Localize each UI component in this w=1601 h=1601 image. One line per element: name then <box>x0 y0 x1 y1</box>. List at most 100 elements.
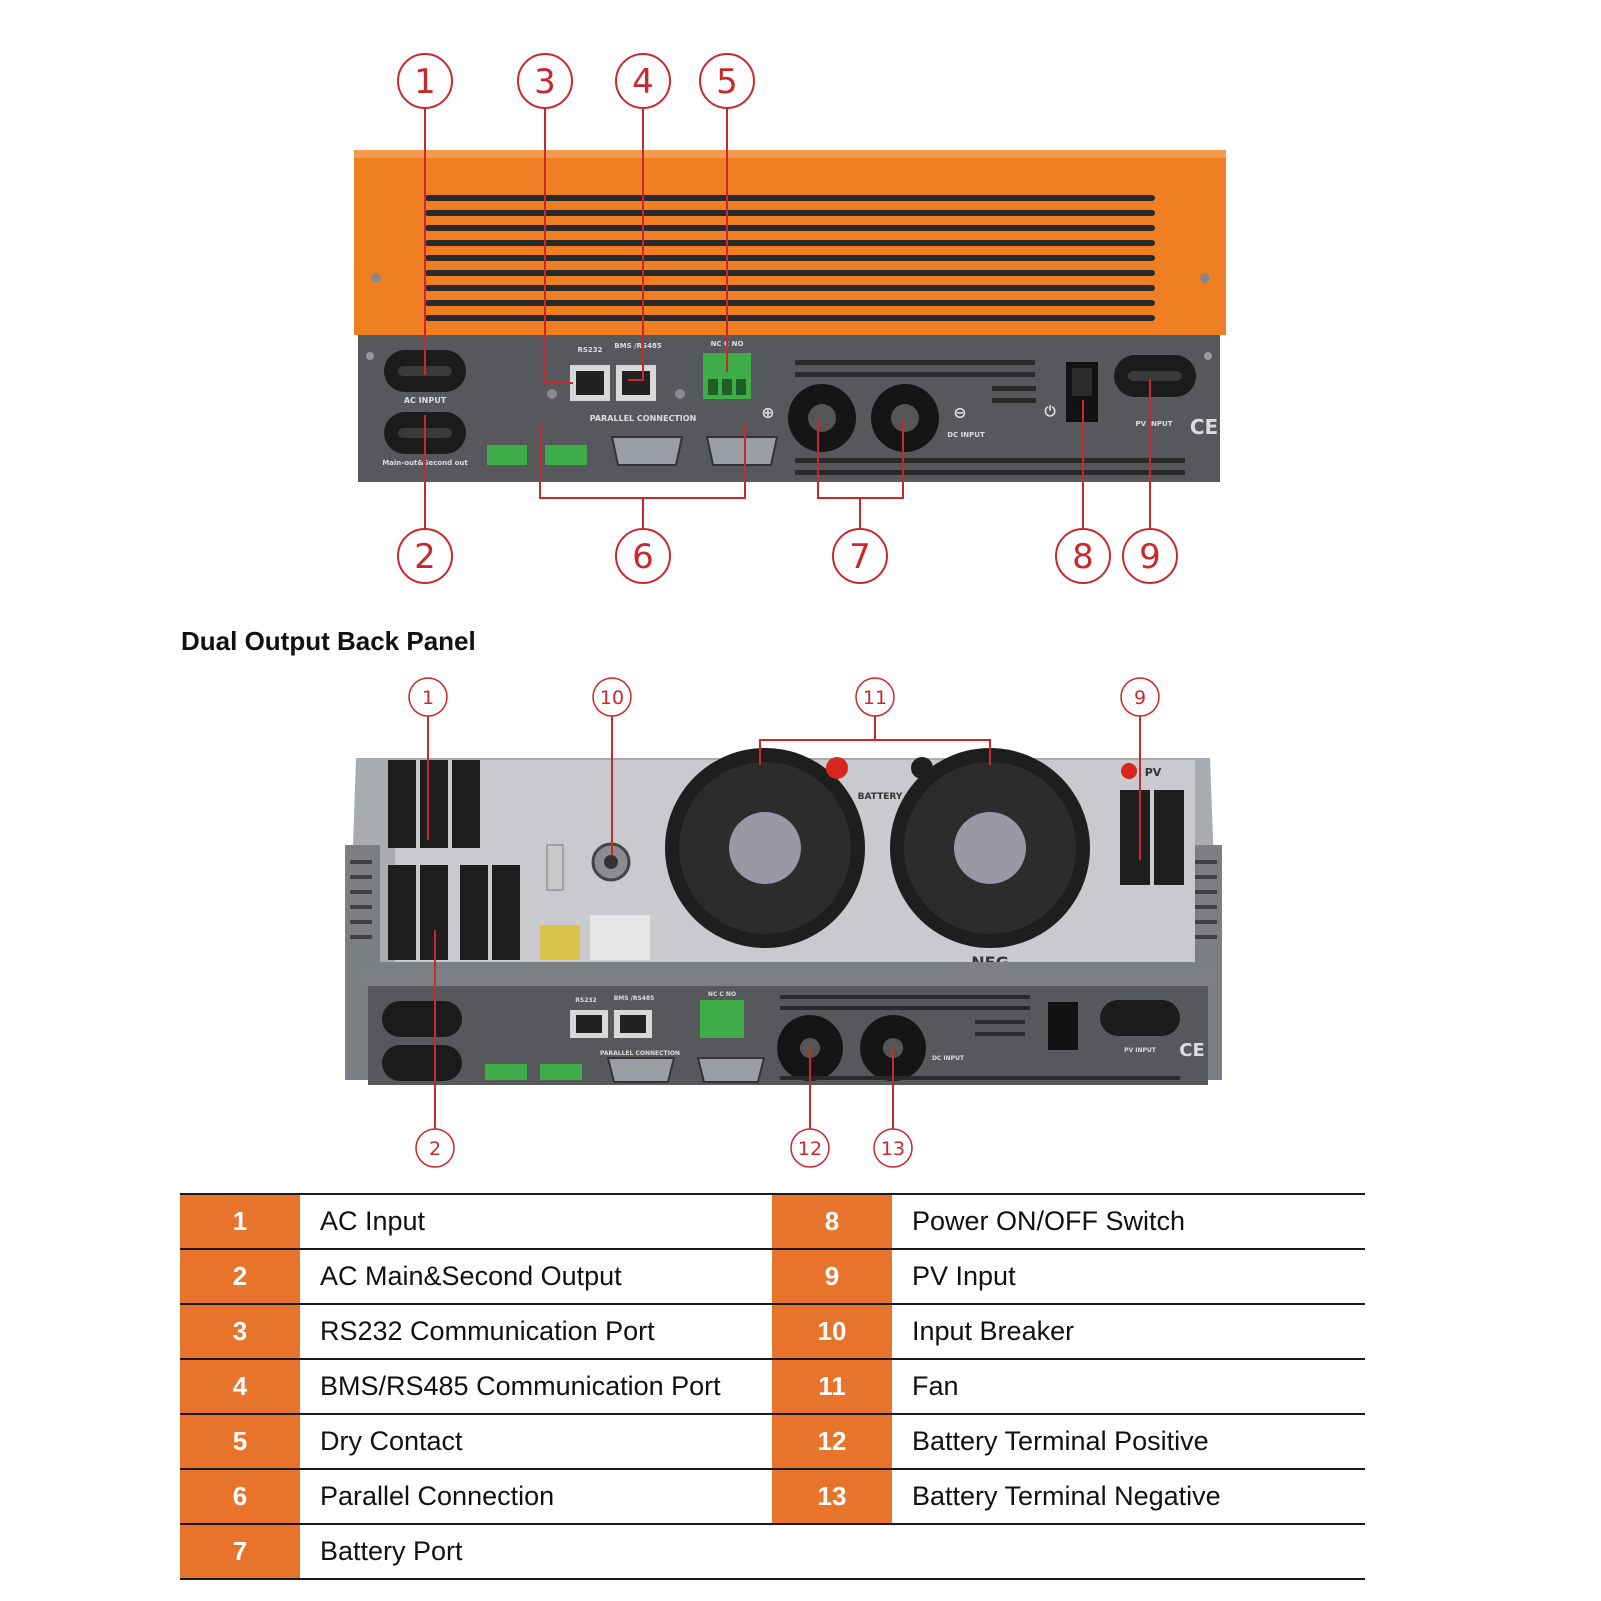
pv-input-label: PV INPUT <box>1135 420 1172 428</box>
callout-9: 9 <box>1134 687 1146 709</box>
leader-lines <box>424 107 1151 540</box>
callout-3: 3 <box>534 62 556 102</box>
ac-input-gland <box>382 1001 462 1037</box>
nc-c-no-label: NC C NO <box>708 991 736 998</box>
open-back-panel-diagram: BATTERY NEG PV RS232 BMS /RS485 NC C NO … <box>345 677 1222 1168</box>
legend-label: Dry Contact <box>320 1426 463 1456</box>
legend-number: 11 <box>772 1360 892 1413</box>
legend-number: 4 <box>180 1360 300 1413</box>
legend-number: 9 <box>772 1250 892 1303</box>
screw-icon <box>1200 273 1210 283</box>
callout-1: 1 <box>422 687 434 709</box>
battery-minus-icon <box>911 757 933 779</box>
legend-number: 7 <box>180 1525 300 1578</box>
legend-row: 2 AC Main&Second Output 9 PV Input <box>180 1250 1365 1305</box>
legend-row: 4 BMS/RS485 Communication Port 11 Fan <box>180 1360 1365 1415</box>
dry-contact-terminal <box>700 1000 744 1038</box>
legend-number: 3 <box>180 1305 300 1358</box>
legend-table: 1 AC Input 8 Power ON/OFF Switch 2 AC Main&… <box>180 1193 1365 1580</box>
legend-label: AC Main&Second Output <box>320 1261 622 1291</box>
battery-label: BATTERY <box>858 792 903 802</box>
pv-terminal-block <box>1120 790 1184 885</box>
legend-number: 10 <box>772 1305 892 1358</box>
callout-4: 4 <box>632 62 654 102</box>
battery-plus-icon <box>826 757 848 779</box>
rs232-label: RS232 <box>575 997 596 1004</box>
panel-vents <box>795 360 1185 475</box>
callout-11: 11 <box>863 687 887 709</box>
parallel-label: PARALLEL CONNECTION <box>600 1050 680 1057</box>
ac-input-label: AC INPUT <box>404 396 447 405</box>
callout-5: 5 <box>716 62 738 102</box>
ce-mark: CE <box>1190 415 1218 439</box>
ce-mark: CE <box>1179 1040 1205 1061</box>
legend-label: PV Input <box>912 1261 1016 1291</box>
callout-6: 6 <box>632 537 654 577</box>
db9-port <box>705 436 779 466</box>
legend-row: 6 Parallel Connection 13 Battery Terminal … <box>180 1470 1365 1525</box>
pv-input-gland <box>1100 1000 1180 1036</box>
legend-number: 1 <box>180 1195 300 1248</box>
callout-13: 13 <box>881 1138 905 1160</box>
parallel-terminal <box>485 1064 527 1080</box>
svg-text:⊖: ⊖ <box>953 403 966 422</box>
legend-number: 8 <box>772 1195 892 1248</box>
power-switch <box>1048 1002 1078 1050</box>
callout-circles <box>397 53 1178 584</box>
vent-slots <box>425 195 1155 321</box>
callout-10: 10 <box>600 687 624 709</box>
legend-row: 7 Battery Port <box>180 1525 1365 1580</box>
legend-row: 5 Dry Contact 12 Battery Terminal Positive <box>180 1415 1365 1470</box>
callout-2: 2 <box>429 1138 441 1160</box>
legend-label: RS232 Communication Port <box>320 1316 655 1346</box>
legend-number: 2 <box>180 1250 300 1303</box>
cooling-fan-right <box>890 748 1090 948</box>
parallel-terminal <box>487 445 527 465</box>
legend-number: 13 <box>772 1470 892 1523</box>
legend-number: 6 <box>180 1470 300 1523</box>
parallel-terminal <box>540 1064 582 1080</box>
power-symbol-icon: ⏻ <box>1044 404 1055 420</box>
db9-port <box>606 1057 676 1083</box>
legend-label: Battery Port <box>320 1536 463 1566</box>
legend-label: AC Input <box>320 1206 426 1236</box>
callout-2: 2 <box>414 537 436 577</box>
section-title: Dual Output Back Panel <box>181 626 476 656</box>
rs232-label: RS232 <box>577 346 602 354</box>
callout-8: 8 <box>1072 537 1094 577</box>
parallel-label: PARALLEL CONNECTION <box>590 414 697 423</box>
bms-label: BMS /RS485 <box>614 995 655 1002</box>
legend-label: Fan <box>912 1371 959 1401</box>
panel-vents <box>780 995 1180 1080</box>
screw-icon <box>371 273 381 283</box>
callout-12: 12 <box>798 1138 822 1160</box>
legend-label: Power ON/OFF Switch <box>912 1206 1186 1236</box>
callout-9: 9 <box>1139 537 1161 577</box>
legend-label: BMS/RS485 Communication Port <box>320 1371 721 1401</box>
legend-number: 12 <box>772 1415 892 1468</box>
top-back-panel-diagram: AC INPUT Main-out&Second out RS232 BMS /… <box>354 53 1226 584</box>
legend-label: Parallel Connection <box>320 1481 555 1511</box>
db9-port <box>696 1057 766 1083</box>
legend-label: Battery Terminal Negative <box>912 1481 1221 1511</box>
pv-input-label: PV INPUT <box>1124 1047 1157 1054</box>
bms-label: BMS /RS485 <box>614 342 662 350</box>
dc-input-label: DC INPUT <box>947 431 985 439</box>
ac-output-gland <box>382 1045 462 1081</box>
legend-row: 3 RS232 Communication Port 10 Input Breake… <box>180 1305 1365 1360</box>
dc-input-label: DC INPUT <box>932 1055 965 1062</box>
db9-port <box>610 436 684 466</box>
legend-number: 5 <box>180 1415 300 1468</box>
leader-lines <box>427 716 1141 1130</box>
legend-label: Input Breaker <box>912 1316 1075 1346</box>
legend-label: Battery Terminal Positive <box>912 1426 1209 1456</box>
callout-circles <box>408 677 1160 1168</box>
cooling-fan-left <box>665 748 865 948</box>
ac-terminal-block <box>388 760 520 960</box>
parallel-terminal <box>545 445 587 465</box>
svg-text:⊕: ⊕ <box>761 403 774 422</box>
pv-label: PV <box>1145 766 1162 779</box>
callout-7: 7 <box>849 537 871 577</box>
legend-row: 1 AC Input 8 Power ON/OFF Switch <box>180 1193 1365 1250</box>
callout-1: 1 <box>414 62 436 102</box>
